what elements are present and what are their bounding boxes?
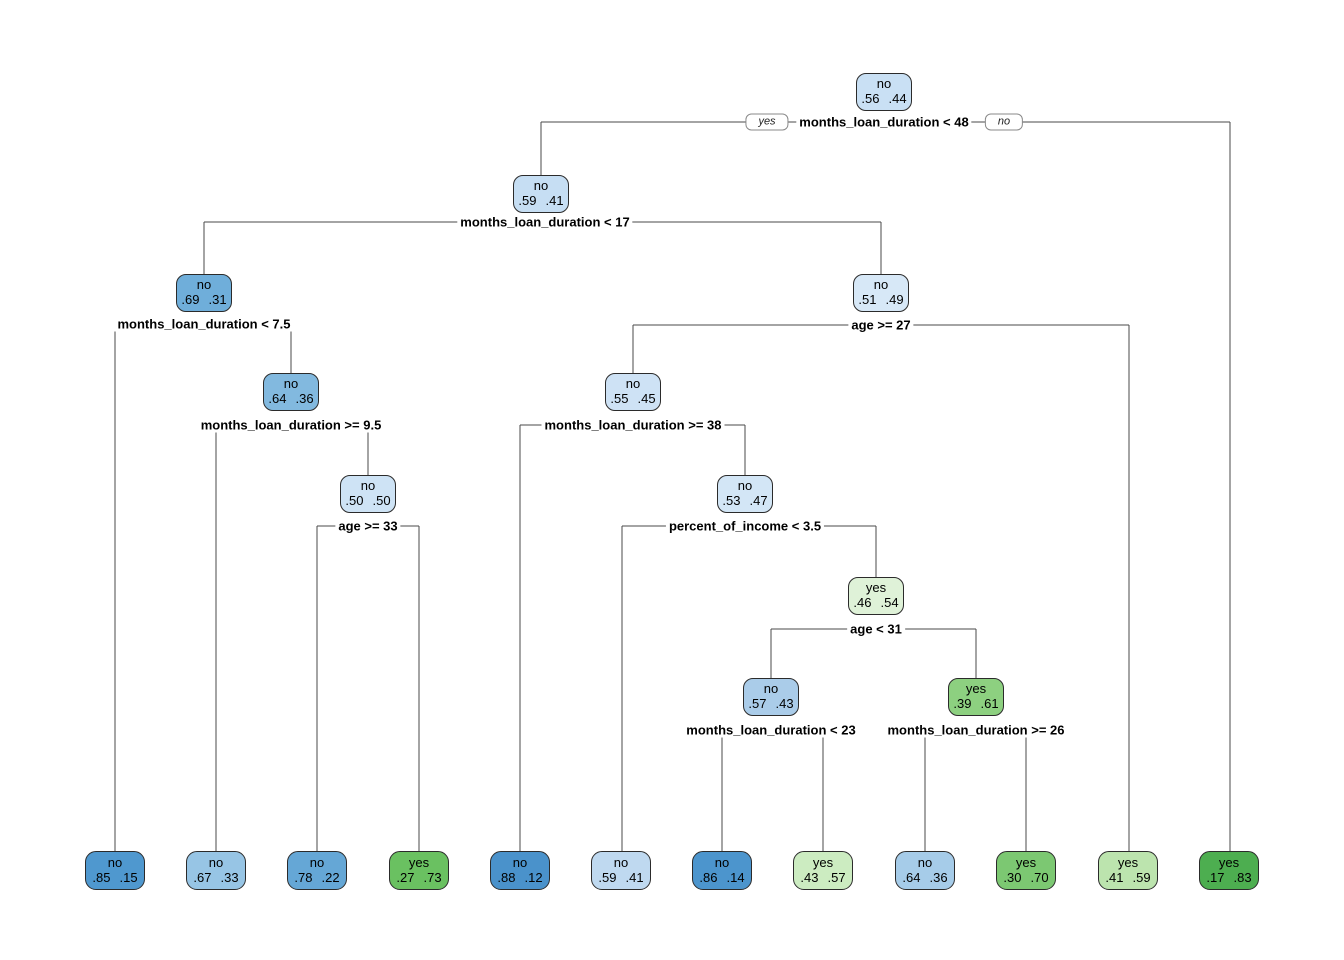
node-class-label: no — [737, 478, 753, 494]
node-probabilities: .69.31 — [181, 292, 227, 307]
leaf-node-10: yes .30.70 — [996, 851, 1056, 890]
node-probabilities: .86.14 — [699, 869, 745, 885]
split-label-age-33: age >= 33 — [335, 518, 401, 534]
node-probabilities: .59.41 — [598, 869, 644, 885]
node-probabilities: .50.50 — [345, 493, 391, 508]
tree-node-right-53: no .53.47 — [717, 475, 773, 513]
leaf-node-11: yes .41.59 — [1098, 851, 1158, 890]
node-probabilities: .30.70 — [1003, 869, 1049, 885]
tree-node-left-64: no .64.36 — [263, 373, 319, 411]
node-probabilities: .17.83 — [1206, 869, 1252, 885]
tree-node-no-57: no .57.43 — [743, 678, 799, 716]
node-probabilities: .27.73 — [396, 869, 442, 885]
leaf-node-3: no .78.22 — [287, 851, 347, 890]
node-probabilities: .55.45 — [610, 391, 656, 406]
node-class-label: no — [196, 277, 212, 293]
node-probabilities: .78.22 — [294, 869, 340, 885]
node-class-label: yes — [1218, 854, 1240, 870]
node-probabilities: .41.59 — [1105, 869, 1151, 885]
node-class-label: no — [873, 277, 889, 293]
split-label-root: months_loan_duration < 48 — [796, 114, 972, 130]
branch-label-yes: yes — [745, 113, 789, 131]
tree-node-left-69: no .69.31 — [176, 274, 232, 312]
leaf-node-4: yes .27.73 — [389, 851, 449, 890]
leaf-node-12: yes .17.83 — [1199, 851, 1259, 890]
node-probabilities: .64.36 — [268, 391, 314, 406]
node-probabilities: .67.33 — [193, 869, 239, 885]
leaf-node-8: yes .43.57 — [793, 851, 853, 890]
node-class-label: no — [714, 854, 730, 870]
split-label-age-31: age < 31 — [847, 621, 905, 637]
node-probabilities: .59.41 — [518, 193, 564, 208]
node-probabilities: .85.15 — [92, 869, 138, 885]
node-class-label: no — [876, 76, 892, 92]
node-probabilities: .46.54 — [853, 595, 899, 610]
node-class-label: yes — [1015, 854, 1037, 870]
leaf-node-5: no .88.12 — [490, 851, 550, 890]
tree-node-yes-39: yes .39.61 — [948, 678, 1004, 716]
node-class-label: no — [763, 681, 779, 697]
tree-node-right-51: no .51.49 — [853, 274, 909, 312]
split-label-duration-17: months_loan_duration < 17 — [457, 214, 633, 230]
node-probabilities: .56.44 — [861, 91, 907, 106]
node-class-label: no — [309, 854, 325, 870]
split-label-duration-23: months_loan_duration < 23 — [683, 722, 859, 738]
node-probabilities: .53.47 — [722, 493, 768, 508]
node-probabilities: .51.49 — [858, 292, 904, 307]
tree-node-root: no .56.44 — [856, 73, 912, 111]
node-class-label: no — [613, 854, 629, 870]
split-label-duration-9-5: months_loan_duration >= 9.5 — [197, 417, 385, 433]
leaf-node-6: no .59.41 — [591, 851, 651, 890]
node-probabilities: .57.43 — [748, 696, 794, 711]
leaf-node-1: no .85.15 — [85, 851, 145, 890]
node-class-label: no — [533, 178, 549, 194]
node-probabilities: .64.36 — [902, 869, 948, 885]
split-label-duration-38: months_loan_duration >= 38 — [541, 417, 725, 433]
split-label-duration-7-5: months_loan_duration < 7.5 — [114, 316, 294, 332]
split-label-duration-26: months_loan_duration >= 26 — [884, 722, 1068, 738]
node-class-label: no — [512, 854, 528, 870]
tree-node-right-55: no .55.45 — [605, 373, 661, 411]
node-probabilities: .43.57 — [800, 869, 846, 885]
node-class-label: no — [283, 376, 299, 392]
tree-node-depth2: no .59.41 — [513, 175, 569, 213]
tree-node-left-50: no .50.50 — [340, 475, 396, 513]
split-label-percent-income: percent_of_income < 3.5 — [665, 518, 825, 534]
node-class-label: yes — [965, 681, 987, 697]
node-class-label: yes — [812, 854, 834, 870]
node-class-label: yes — [1117, 854, 1139, 870]
node-class-label: no — [917, 854, 933, 870]
tree-node-yes-46: yes .46.54 — [848, 577, 904, 615]
node-class-label: yes — [408, 854, 430, 870]
leaf-node-2: no .67.33 — [186, 851, 246, 890]
node-class-label: no — [208, 854, 224, 870]
leaf-node-7: no .86.14 — [692, 851, 752, 890]
node-class-label: no — [360, 478, 376, 494]
split-label-age-27: age >= 27 — [848, 317, 914, 333]
node-class-label: no — [625, 376, 641, 392]
leaf-node-9: no .64.36 — [895, 851, 955, 890]
node-probabilities: .39.61 — [953, 696, 999, 711]
node-class-label: no — [107, 854, 123, 870]
node-probabilities: .88.12 — [497, 869, 543, 885]
branch-label-no: no — [984, 113, 1024, 131]
node-class-label: yes — [865, 580, 887, 596]
